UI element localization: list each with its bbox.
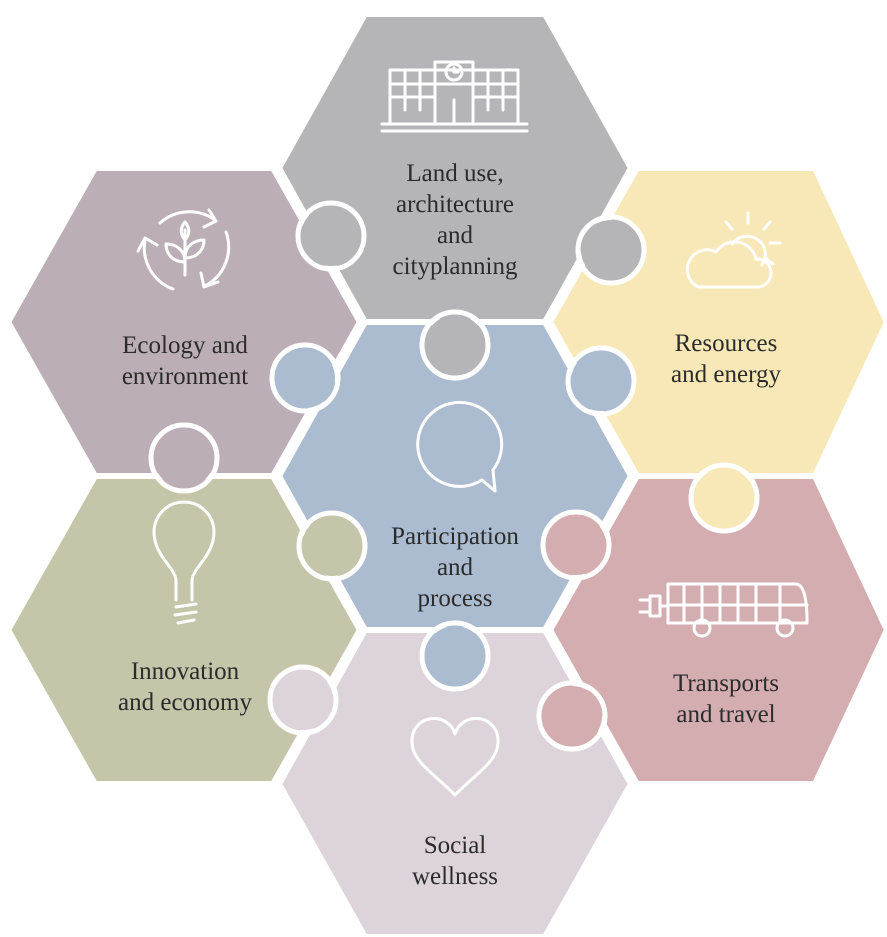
recycle-leaf-icon	[136, 208, 231, 291]
heart-icon	[410, 716, 500, 797]
label-top: Land use, architecture and cityplanning	[392, 160, 518, 280]
label-top-right: Resources and energy	[671, 330, 781, 388]
hexagon-top-left	[8, 168, 360, 476]
lightbulb-icon	[152, 500, 216, 625]
speech-bubble-icon	[416, 400, 504, 493]
electric-bus-icon	[638, 582, 809, 638]
hexagon-bottom-right	[550, 476, 887, 784]
label-top-left: Ecology and environment	[121, 332, 249, 390]
building-icon	[380, 60, 529, 133]
label-bottom: Social wellness	[411, 832, 499, 890]
label-bottom-right: Transports and travel	[672, 670, 780, 728]
label-center: Participation and process	[391, 523, 519, 612]
sun-cloud-icon	[685, 211, 782, 289]
label-bottom-left: Innovation and economy	[118, 658, 252, 716]
hexagon-top	[279, 14, 631, 322]
